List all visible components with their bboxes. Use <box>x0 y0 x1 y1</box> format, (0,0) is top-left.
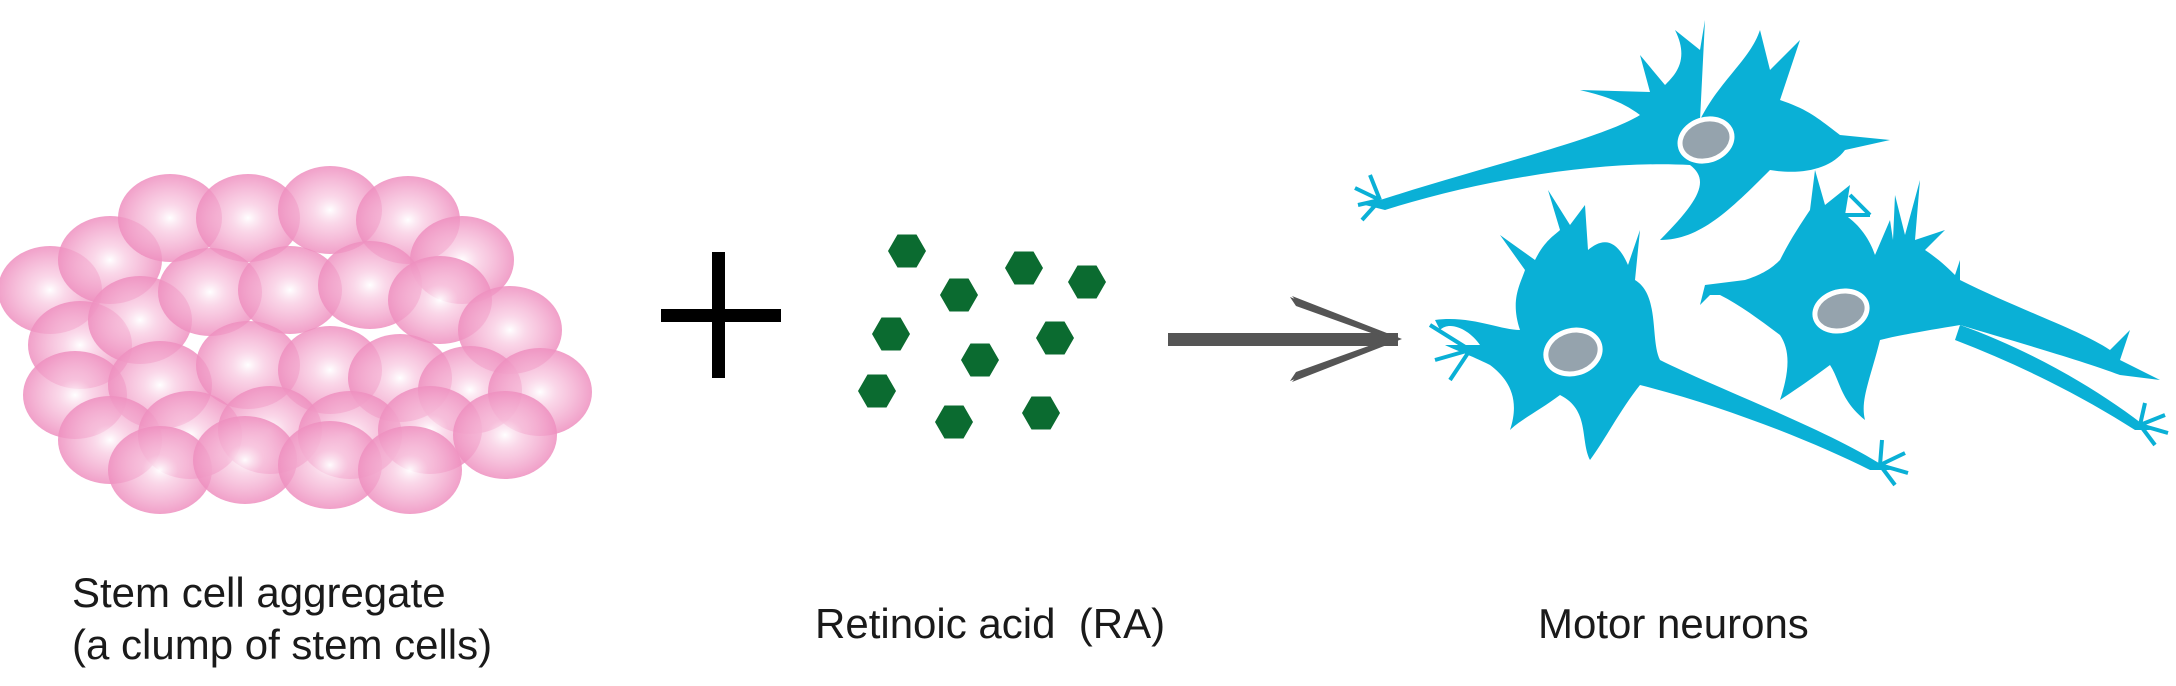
stem-cell-label-line2: (a clump of stem cells) <box>72 621 493 668</box>
stem-cell <box>278 166 382 254</box>
stem-cell <box>158 248 262 336</box>
motor-neurons-label: Motor neurons <box>1538 600 1809 647</box>
ra-molecule-icon <box>1022 396 1060 430</box>
ra-molecule-icon <box>858 374 896 408</box>
stem-cell <box>193 416 297 504</box>
stem-cell <box>108 426 212 514</box>
stem-cell <box>453 391 557 479</box>
ra-molecule-icon <box>935 405 973 439</box>
neuron-top <box>1354 20 1890 240</box>
stem-cell-aggregate <box>0 166 592 514</box>
ra-molecule-icon <box>888 234 926 268</box>
retinoic-acid-molecules <box>858 234 1106 439</box>
plus-icon <box>661 252 781 378</box>
ra-molecule-icon <box>1005 251 1043 285</box>
stem-cell-caption: Stem cell aggregate (a clump of stem cel… <box>72 567 492 671</box>
stem-cell <box>358 426 462 514</box>
neuron-right <box>1700 170 2169 447</box>
stem-cell-label-line1: Stem cell aggregate <box>72 569 446 616</box>
stem-cell <box>278 421 382 509</box>
stem-cell <box>118 174 222 262</box>
ra-molecule-icon <box>961 343 999 377</box>
reaction-arrow-icon <box>1168 296 1402 382</box>
stem-cell <box>196 174 300 262</box>
stem-cell <box>238 246 342 334</box>
motor-neurons <box>1354 20 2169 487</box>
ra-molecule-icon <box>1068 265 1106 299</box>
ra-molecule-icon <box>940 278 978 312</box>
ra-molecule-icon <box>1036 321 1074 355</box>
neuron-left <box>1428 190 1909 487</box>
retinoic-acid-label: Retinoic acid (RA) <box>815 600 1166 647</box>
ra-molecule-icon <box>872 317 910 351</box>
